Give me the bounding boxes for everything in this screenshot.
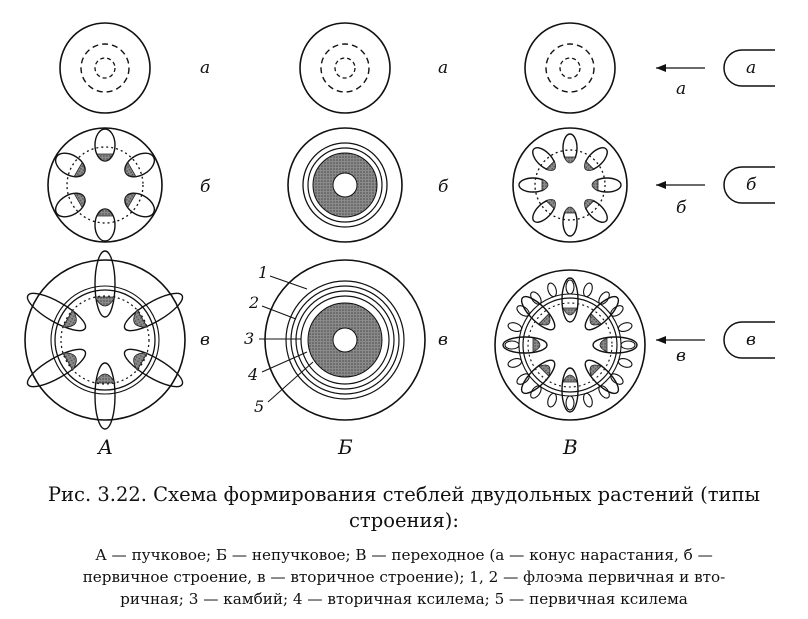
xylem-wedge [589,313,602,326]
xylem-wedge [562,374,578,383]
legend-line-2: первичное строение, в — вторичное строен… [82,568,726,586]
legend-line-3: ричная; 3 — камбий; 4 — вторичная ксилем… [120,590,688,608]
cone-label-a: а [746,58,756,78]
vascular-bundle [520,359,556,395]
cambium-loop [582,282,593,298]
stem-diagram: а б в а б в а б в а б в 1 2 3 4 5 А Б В [24,22,775,459]
row-label-B-b: б [438,177,449,197]
xylem-wedge [96,208,114,217]
xylem-wedge [584,160,595,171]
xylem-wedge [563,156,577,164]
stem-B-primary [287,127,403,243]
xylem-wedge [538,313,551,326]
xylem-wedge [73,193,86,209]
xylem-wedge [532,337,541,353]
vascular-bundle [561,367,579,413]
cambium-loop [565,279,575,295]
column-label-C: В [562,435,578,459]
caption-line-1: Рис. 3.22. Схема формирования стеблей дв… [47,483,761,506]
vascular-bundle [520,295,556,331]
vascular-bundle [502,336,548,354]
stem-B-apex [299,22,391,114]
xylem-wedge [541,178,549,192]
cambium-loop [565,395,575,411]
callout-1: 1 [258,263,268,282]
cone-label-b: б [746,175,757,195]
arrow-label-b: б [676,198,687,218]
vascular-bundle [26,348,87,388]
legend-line-1: А — пучковое; Б — непучковое; В — перехо… [95,546,713,564]
cone-row-c [656,321,775,359]
xylem-wedge [124,193,137,209]
vascular-bundle [94,362,116,430]
callout-4: 4 [247,365,258,384]
xylem-wedge [62,352,77,371]
stem-C-apex [524,22,616,114]
cambium-loop [507,357,523,368]
xylem-wedge [589,364,602,377]
stem-C-primary [512,127,628,243]
cambium-loop [507,322,523,333]
stem-C-secondary [494,269,646,421]
cambium-loop [504,340,520,350]
row-label-A-b: б [200,177,211,197]
figure-caption: Рис. 3.22. Схема формирования стеблей дв… [0,482,808,534]
vascular-bundle [592,336,638,354]
vascular-bundle [123,292,184,332]
cone-row-b [656,166,775,204]
vascular-bundle [94,250,116,318]
cambium-loop [620,340,636,350]
callout-3: 3 [244,329,254,348]
cambium-loop [582,392,593,408]
cambium-loop [547,392,558,408]
callout-2: 2 [248,293,259,312]
arrow-label-c: в [676,346,686,366]
row-label-A-a: а [200,58,210,78]
xylem-wedge [133,352,148,371]
xylem-wedge [591,178,599,192]
stem-A-secondary [24,250,186,430]
cone-row-a [656,49,775,87]
xylem-wedge [73,161,86,177]
vascular-bundle [584,295,620,331]
xylem-wedge [563,206,577,214]
xylem-wedge [94,296,116,307]
row-label-B-a: а [438,58,448,78]
xylem-wedge [562,307,578,316]
xylem-wedge [584,199,595,210]
xylem-wedge [545,199,556,210]
arrow-label-a: а [676,79,686,99]
xylem-wedge [538,364,551,377]
stem-A-primary [47,127,163,243]
callout-5: 5 [254,397,264,416]
xylem-wedge [545,160,556,171]
row-label-B-c: в [438,330,448,350]
vascular-bundle [584,359,620,395]
caption-line-2: строения): [349,509,459,532]
vascular-bundle [561,277,579,323]
cambium-loop [617,357,633,368]
stem-A-apex [59,22,151,114]
row-label-A-c: в [200,330,210,350]
cambium-loop [547,282,558,298]
column-label-A: А [96,435,113,459]
xylem-wedge [94,373,116,384]
xylem-wedge [133,309,148,328]
figure-legend: А — пучковое; Б — непучковое; В — перехо… [0,544,808,610]
column-label-B: Б [337,435,353,459]
cone-label-c: в [746,330,756,350]
cambium-loop [617,322,633,333]
xylem-wedge [96,153,114,162]
xylem-wedge [124,161,137,177]
stem-B-secondary [259,259,426,421]
xylem-wedge [62,309,77,328]
vascular-bundle [123,348,184,388]
vascular-bundle [26,292,87,332]
xylem-wedge [599,337,608,353]
